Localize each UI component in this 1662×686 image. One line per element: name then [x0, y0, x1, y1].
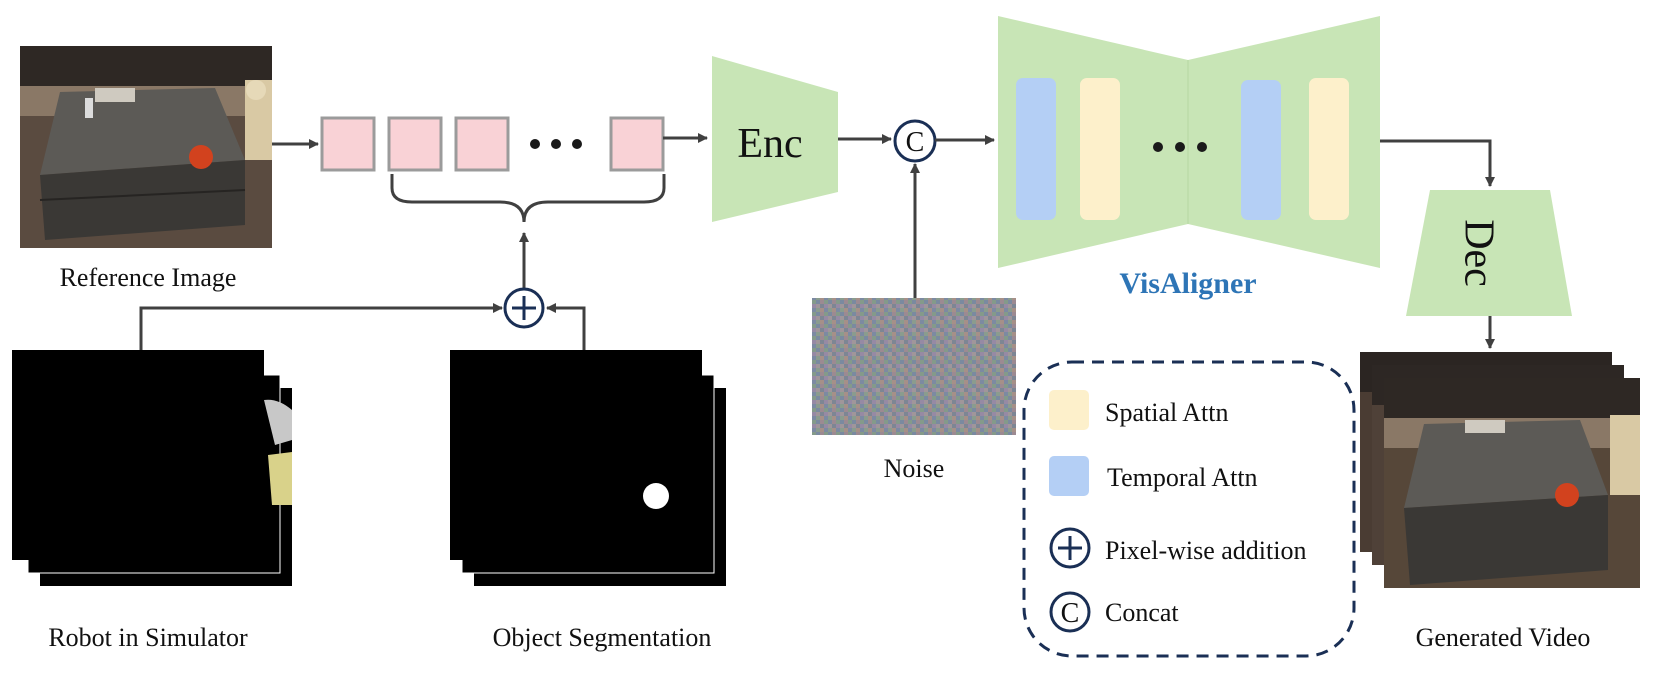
- token-3: [454, 116, 510, 172]
- noise-image: [812, 298, 1016, 435]
- token-sequence: [320, 116, 665, 172]
- reference-image-label: Reference Image: [60, 263, 237, 292]
- arrow-visaligner-to-dec: [1380, 139, 1495, 187]
- concat-node: C: [893, 119, 937, 163]
- token-n: [609, 116, 665, 172]
- temporal-attn-layer-1: [1016, 78, 1056, 220]
- legend-spatial-swatch: [1049, 390, 1089, 430]
- spatial-attn-layer-n: [1309, 78, 1349, 220]
- robot-simulator-frames: [12, 350, 292, 586]
- encoder-block: [712, 56, 838, 222]
- token-1: [320, 116, 376, 172]
- temporal-attn-layer-n: [1241, 80, 1281, 220]
- token-2: [387, 116, 443, 172]
- pixel-add-node: [503, 287, 545, 329]
- legend-spatial-label: Spatial Attn: [1105, 398, 1229, 427]
- arrow-seg-to-add: [546, 303, 586, 350]
- decoder-block: [1406, 190, 1572, 316]
- decoder-label: Dec: [1455, 219, 1501, 287]
- generated-video-label: Generated Video: [1416, 623, 1591, 652]
- legend-pixel-add-label: Pixel-wise addition: [1105, 536, 1306, 565]
- encoder-label: Enc: [737, 121, 802, 167]
- reference-image: [20, 46, 272, 248]
- legend-temporal-swatch: [1049, 456, 1089, 496]
- legend: Spatial Attn Temporal Attn Pixel-wise ad…: [1022, 360, 1356, 658]
- svg-text:C: C: [1061, 598, 1080, 629]
- visaligner-title: VisAligner: [1119, 267, 1256, 300]
- concat-symbol: C: [906, 127, 925, 158]
- generated-video-frames: [1360, 352, 1640, 588]
- segmented-object-mask: [643, 483, 669, 509]
- visaligner-block: [998, 16, 1380, 268]
- robot-in-simulator-label: Robot in Simulator: [48, 623, 248, 652]
- noise-label: Noise: [884, 454, 945, 483]
- legend-concat-icon: C: [1049, 591, 1091, 633]
- spatial-attn-layer-1: [1080, 78, 1120, 220]
- object-segmentation-frames: [450, 350, 726, 586]
- legend-temporal-label: Temporal Attn: [1107, 463, 1258, 492]
- token-brace: [390, 174, 666, 223]
- legend-concat-label: Concat: [1105, 598, 1179, 627]
- object-segmentation-label: Object Segmentation: [493, 623, 712, 652]
- arrow-robot-to-add: [139, 303, 503, 350]
- legend-plus-icon: [1049, 527, 1091, 569]
